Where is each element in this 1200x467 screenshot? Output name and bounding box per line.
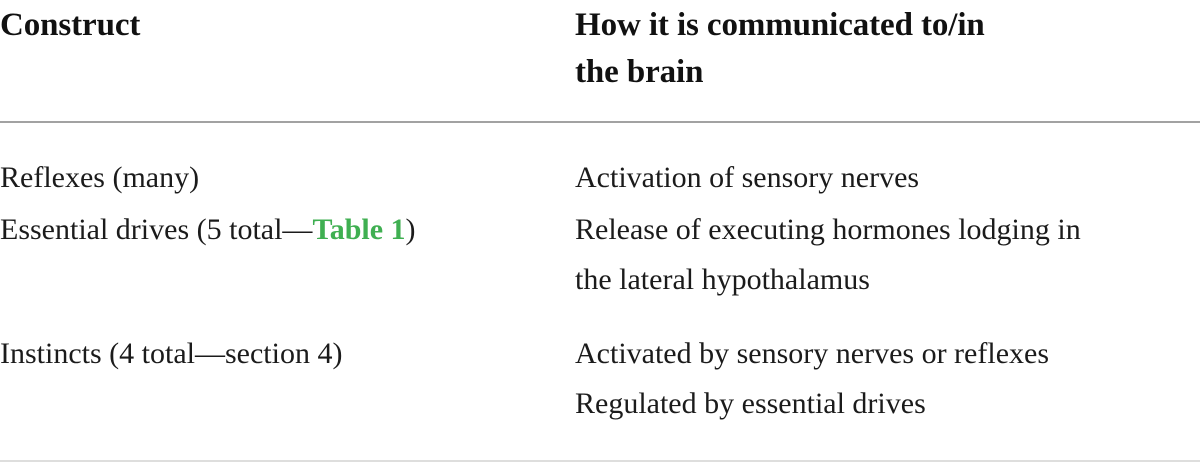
construct-text-post: )	[405, 213, 416, 246]
table-body: Reflexes (many) Activation of sensory ne…	[0, 122, 1200, 429]
communication-line-1: Release of executing hormones lodging in	[575, 213, 1081, 246]
table-header: Construct How it is communicated to/in t…	[0, 0, 1200, 123]
construct-text-pre: Essential drives (5 total—	[0, 213, 313, 246]
construct-text: Instincts (4 total—section 4)	[0, 329, 557, 379]
table-row: Essential drives (5 total—Table 1) Relea…	[0, 203, 1200, 305]
table-header-row: Construct How it is communicated to/in t…	[0, 0, 1200, 123]
table-row: Instincts (4 total—section 4) Activated …	[0, 305, 1200, 429]
communication-line-1: Activation of sensory nerves	[575, 161, 920, 194]
column-header-communication-line-1: How it is communicated to/in	[575, 7, 985, 43]
cell-construct: Essential drives (5 total—Table 1)	[0, 203, 575, 305]
cell-communication: Activation of sensory nerves	[575, 122, 1200, 203]
construct-text-pre: Instincts (4 total—section 4)	[0, 337, 343, 370]
construct-text: Essential drives (5 total—Table 1)	[0, 205, 557, 255]
construct-communication-table: Construct How it is communicated to/in t…	[0, 0, 1200, 429]
column-header-communication: How it is communicated to/in the brain	[575, 0, 1200, 123]
column-header-construct: Construct	[0, 0, 575, 123]
construct-text: Reflexes (many)	[0, 153, 557, 203]
construct-text-pre: Reflexes (many)	[0, 161, 200, 194]
column-header-communication-line-2: the brain	[575, 54, 704, 90]
table-bottom-rule	[0, 460, 1200, 462]
cell-construct: Reflexes (many)	[0, 122, 575, 203]
cell-communication: Release of executing hormones lodging in…	[575, 203, 1200, 305]
table-1-cross-reference-link[interactable]: Table 1	[312, 213, 406, 246]
communication-line-1: Activated by sensory nerves or reflexes	[575, 337, 1049, 370]
cell-communication: Activated by sensory nerves or reflexes …	[575, 305, 1200, 429]
table-row: Reflexes (many) Activation of sensory ne…	[0, 122, 1200, 203]
column-header-construct-label: Construct	[0, 7, 141, 43]
communication-line-2: Regulated by essential drives	[575, 387, 926, 420]
communication-line-2: the lateral hypothalamus	[575, 263, 870, 296]
cell-construct: Instincts (4 total—section 4)	[0, 305, 575, 429]
